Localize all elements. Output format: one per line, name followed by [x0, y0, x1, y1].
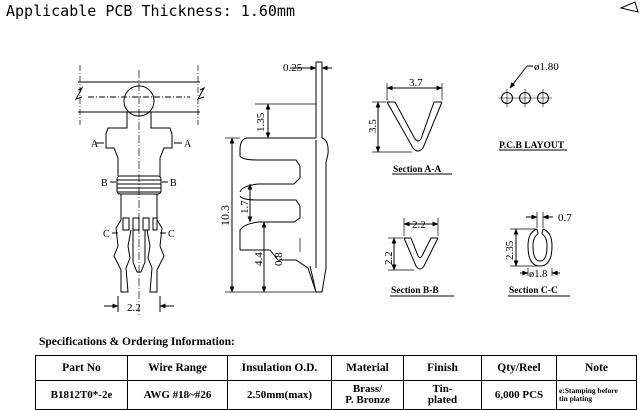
section-aa-drawing	[372, 83, 452, 175]
corner-mark	[619, 1, 639, 13]
dim-cc-gap: 0.7	[558, 212, 572, 224]
header-qty: Qty/Reel	[481, 355, 557, 381]
header-insulation: Insulation O.D.	[227, 355, 332, 381]
cell-wire-range: AWG #18~#26	[127, 380, 228, 410]
section-cc-label: Section C-C	[509, 286, 558, 296]
dim-lower-section: 4.4	[253, 252, 265, 266]
finish-line-2: plated	[427, 394, 458, 406]
section-bb-drawing	[388, 218, 454, 297]
section-mark-b-left: B	[101, 178, 108, 189]
finish-line-1: Tin-	[432, 383, 453, 395]
dim-mid-offset: 1.7	[239, 200, 251, 214]
table-row: B1812T0*-2e AWG #18~#26 2.50mm(max) Bras…	[35, 380, 637, 410]
cell-insulation: 2.50mm(max)	[227, 380, 332, 410]
material-line-2: P. Bronze	[345, 394, 390, 406]
note-line-1: e:Stamping before	[559, 386, 618, 395]
dim-tip-width: 0.8	[273, 252, 285, 266]
cell-qty: 6,000 PCS	[481, 380, 557, 410]
specs-table: Part No Wire Range Insulation O.D. Mater…	[35, 355, 637, 410]
header-part-no: Part No	[35, 355, 128, 381]
pcb-layout-label: P.C.B LAYOUT	[499, 141, 565, 151]
section-cc-drawing	[508, 212, 570, 297]
section-mark-c-left: C	[103, 229, 110, 240]
cell-material: Brass/P. Bronze	[331, 380, 404, 410]
material-line-1: Brass/	[352, 383, 383, 395]
front-view	[74, 65, 206, 315]
side-view	[225, 61, 332, 293]
section-bb-label: Section B-B	[391, 286, 439, 296]
dim-thickness: 0.25	[283, 62, 303, 74]
dim-total-length: 10.3	[218, 205, 232, 226]
specs-heading: Specifications & Ordering Information:	[39, 336, 235, 348]
section-mark-a-left: A	[91, 139, 99, 150]
page-title: Applicable PCB Thickness: 1.60mm	[6, 2, 295, 20]
dim-cc-height: 2.35	[504, 240, 516, 260]
note-line-2: tin plating	[559, 394, 593, 403]
header-note: Note	[556, 355, 637, 381]
specs-header-row: Part No Wire Range Insulation O.D. Mater…	[35, 355, 637, 381]
cell-part-no: B1812T0*-2e	[35, 380, 128, 410]
dim-top-offset: 1.35	[255, 112, 267, 132]
dim-aa-height: 3.5	[367, 119, 379, 133]
pcb-layout-drawing	[498, 65, 567, 151]
header-finish: Finish	[403, 355, 482, 381]
dim-hole-diameter: ø1.80	[534, 61, 559, 73]
dim-cc-diameter: ø1.8	[529, 269, 547, 280]
dim-bb-height: 2.2	[383, 251, 395, 265]
header-material: Material	[331, 355, 404, 381]
section-mark-a-right: A	[184, 139, 192, 150]
dim-bb-width: 2.2	[412, 219, 426, 231]
section-mark-b-right: B	[170, 178, 177, 189]
section-aa-label: Section A-A	[393, 165, 441, 175]
cell-finish: Tin-plated	[403, 380, 482, 410]
dim-aa-width: 3.7	[409, 77, 423, 89]
section-mark-c-right: C	[168, 229, 175, 240]
dim-width-bottom: 2.2	[127, 302, 141, 314]
header-wire-range: Wire Range	[127, 355, 228, 381]
